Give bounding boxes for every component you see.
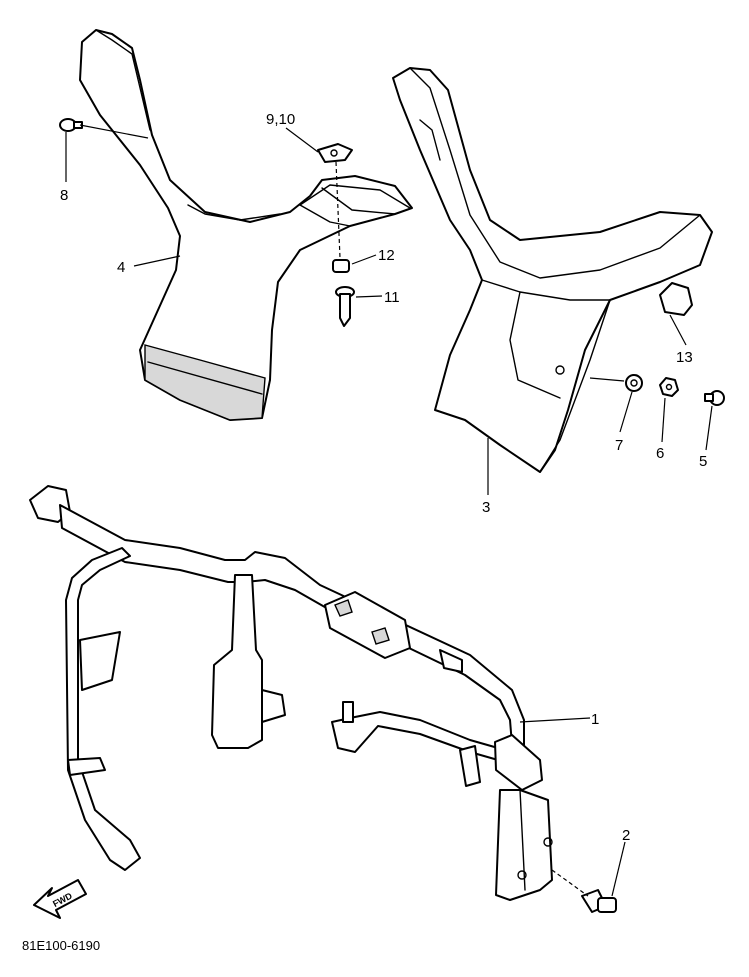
callout-13: 13	[676, 349, 693, 366]
part-3-right-cover	[392, 67, 713, 473]
callout-9-10: 9,10	[266, 111, 295, 128]
part-6-nut	[659, 377, 679, 397]
part-1-stay	[29, 485, 553, 901]
callout-8: 8	[60, 187, 68, 204]
part-9-10-nut-plate	[317, 143, 353, 163]
callout-2: 2	[622, 827, 630, 844]
callout-1: 1	[591, 711, 599, 728]
callout-5: 5	[699, 453, 707, 470]
callout-6: 6	[656, 445, 664, 462]
part-5-bolt	[704, 390, 725, 406]
callout-7: 7	[615, 437, 623, 454]
part-11-rivet	[335, 286, 355, 327]
callout-12: 12	[378, 247, 395, 264]
part-13-clip	[659, 282, 693, 316]
part-4-left-cover	[79, 29, 413, 421]
part-2-bolt	[581, 889, 617, 913]
callout-3: 3	[482, 499, 490, 516]
callout-11: 11	[384, 289, 400, 306]
callout-labels: 1 2 3 4 5 6 7 8 9,10 11 12 13	[60, 111, 707, 844]
part-8-screw	[59, 118, 83, 132]
part-7-washer	[625, 374, 643, 392]
callout-4: 4	[117, 259, 125, 276]
part-12-grommet	[332, 259, 350, 273]
leader-lines	[65, 124, 713, 897]
fwd-arrow-icon: FWD	[33, 879, 87, 919]
diagram-code: 81E100-6190	[22, 938, 100, 953]
